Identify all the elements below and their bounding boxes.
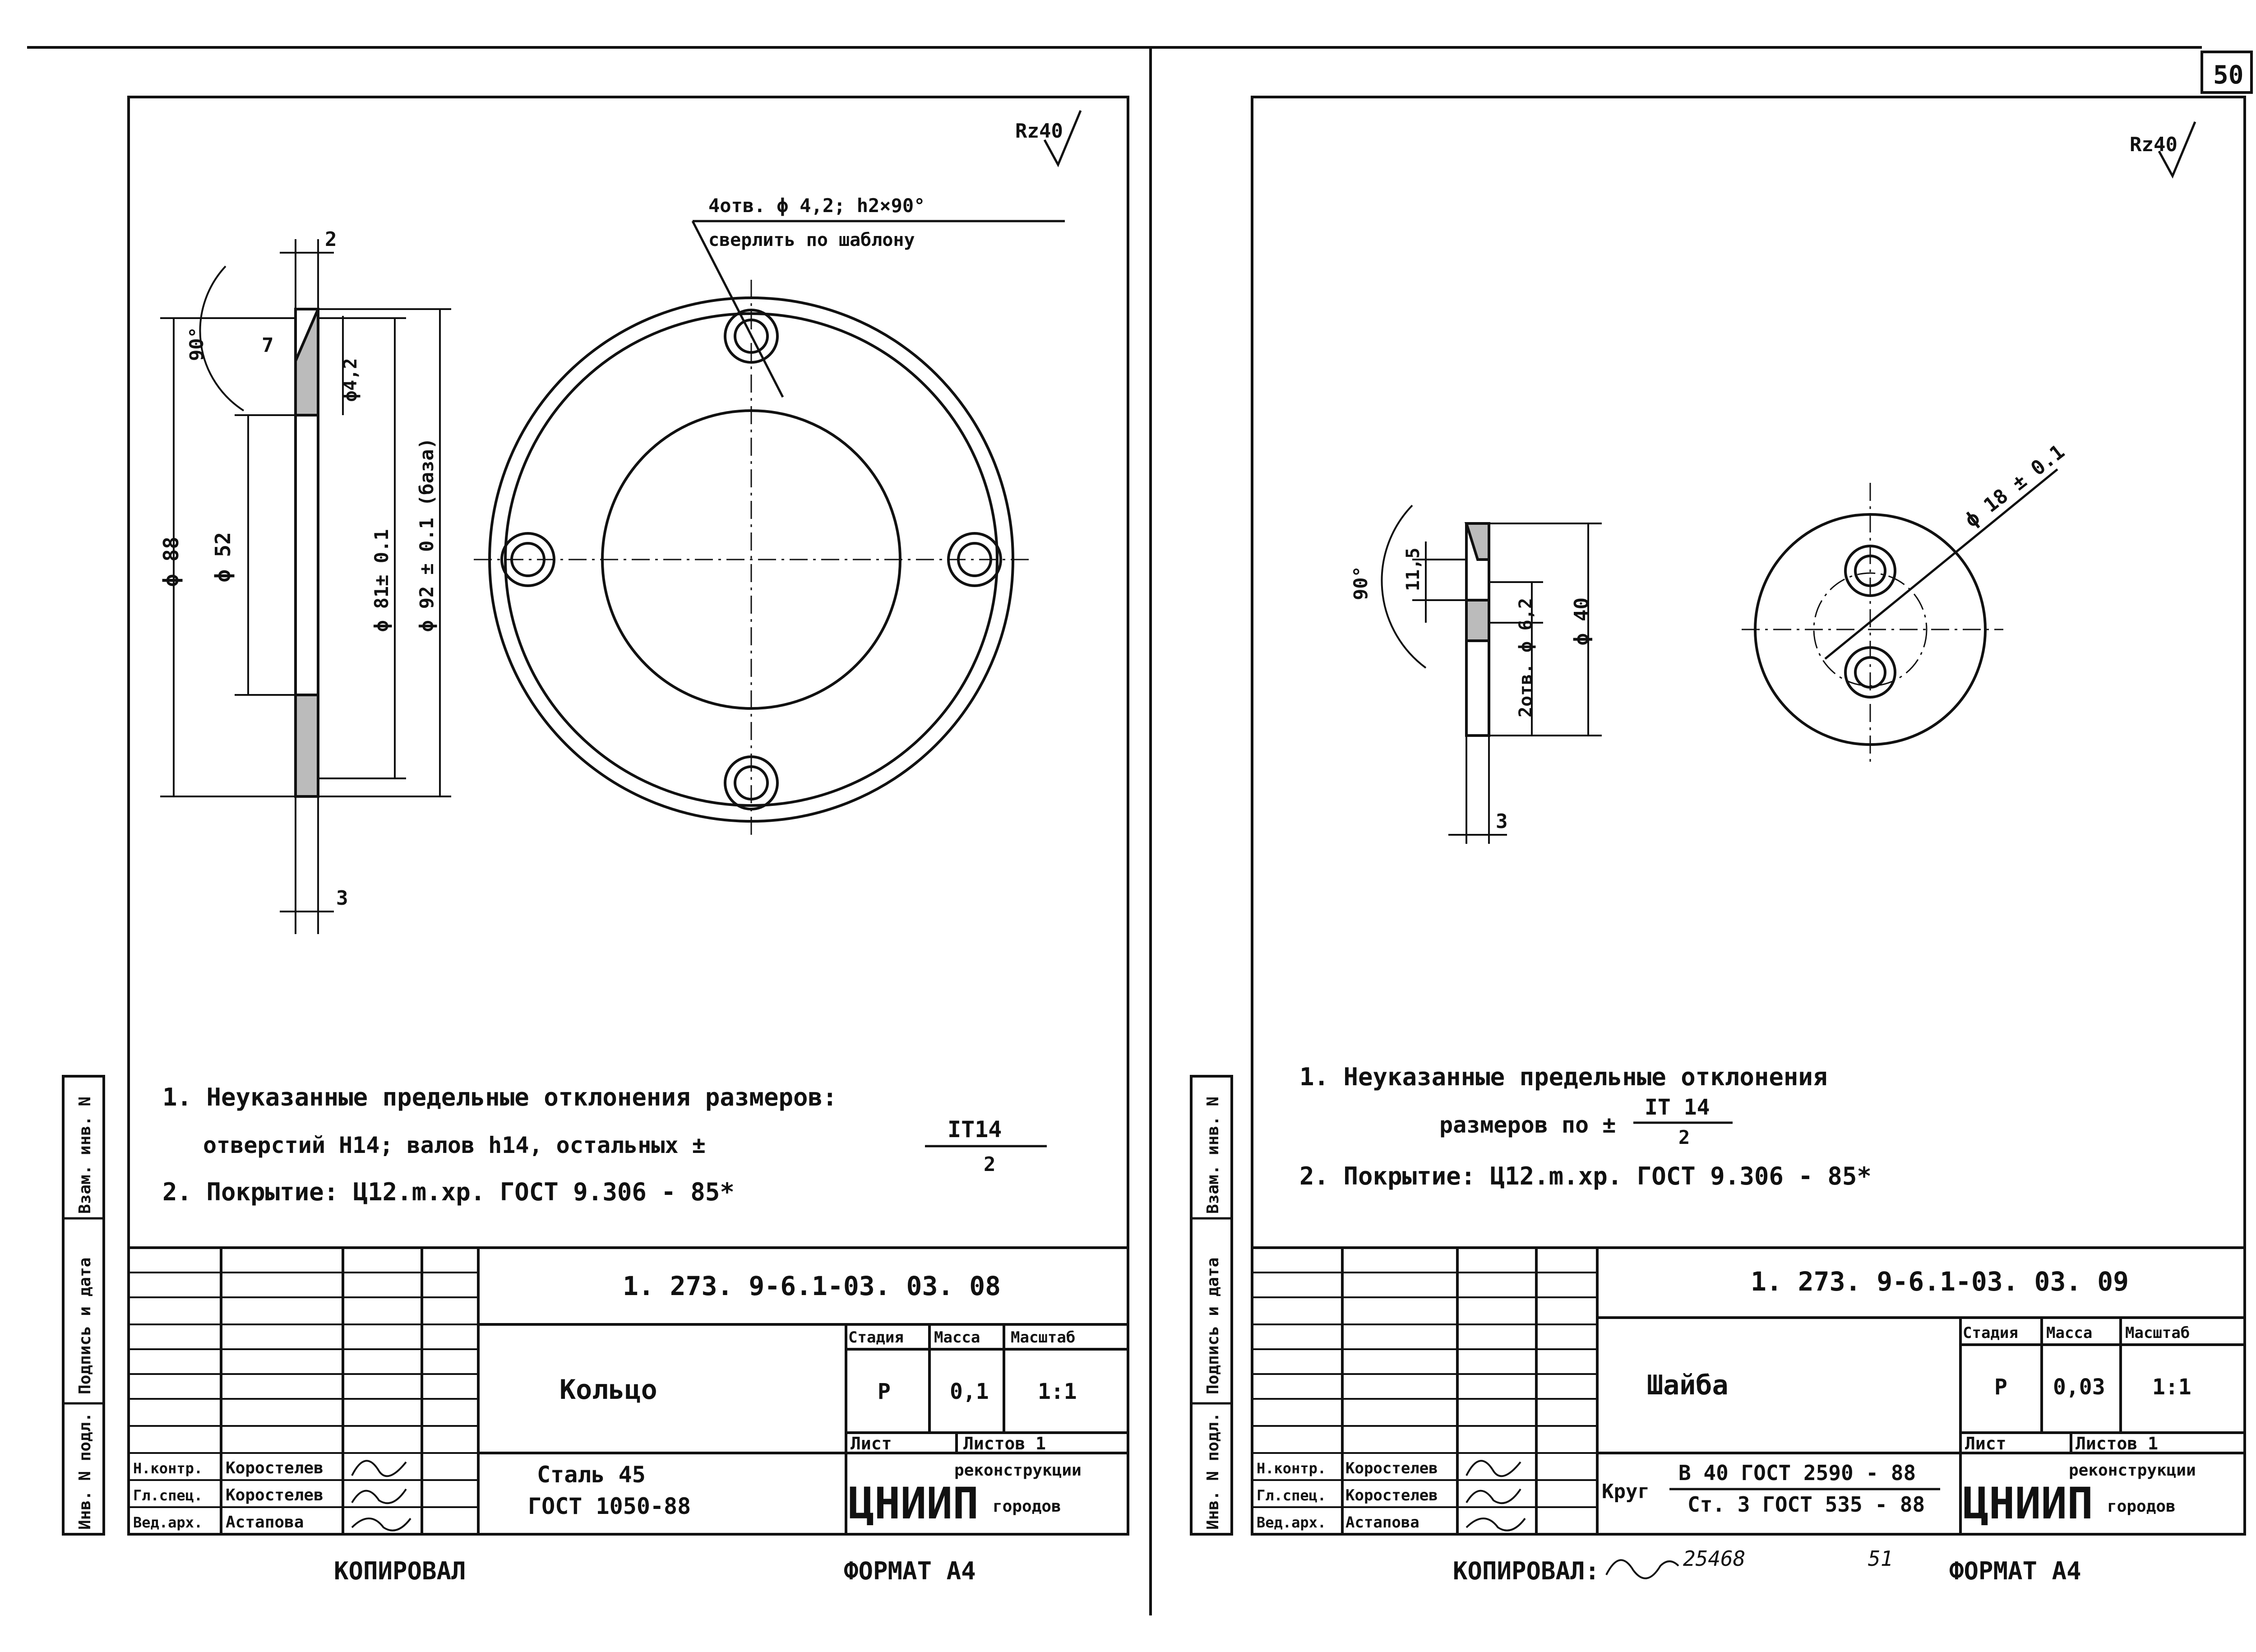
- right-dim-d62: 2отв. ϕ 6,2: [1516, 598, 1536, 717]
- right-sheets: Листов 1: [2076, 1434, 2158, 1453]
- left-org-logo: ЦНИИП: [848, 1478, 979, 1529]
- left-val-scale: 1:1: [1038, 1379, 1077, 1404]
- left-dim-d92: ϕ 92 ± 0.1 (база): [416, 438, 438, 632]
- left-note-frac-bot: 2: [984, 1153, 996, 1176]
- left-org-2: городов: [993, 1497, 1061, 1516]
- left-stamp-1: Инв. N подл.: [76, 1412, 94, 1530]
- left-val-stage: Р: [878, 1379, 891, 1404]
- left-hole-callout-1: 4отв. ϕ 4,2; h2×90°: [708, 194, 925, 217]
- left-dim-angle: 90°: [185, 327, 208, 361]
- right-hdr-stage: Стадия: [1963, 1324, 2018, 1342]
- right-drawing: Rz40 ϕ 18 ± 0.1: [1299, 121, 2196, 1190]
- left-dim-3: 3: [336, 887, 348, 910]
- left-dim-2: 2: [325, 228, 337, 251]
- left-hdr-scale: Масштаб: [1011, 1328, 1075, 1347]
- left-material-1: Сталь 45: [537, 1462, 646, 1488]
- right-stamp-2: Подпись и дата: [1204, 1258, 1222, 1394]
- right-sheet: Лист: [1965, 1434, 2006, 1453]
- right-role-3: Вед.арх.: [1257, 1514, 1326, 1531]
- right-dim-115: 11,5: [1403, 548, 1424, 591]
- left-note-1b: отверстий Н14; валов h14, остальных ±: [203, 1132, 706, 1158]
- right-material-label: Круг: [1602, 1480, 1650, 1503]
- right-org-2: городов: [2107, 1497, 2176, 1516]
- right-signatures: [1465, 1460, 1526, 1532]
- right-dim-3: 3: [1496, 810, 1508, 833]
- right-role-1: Н.контр.: [1257, 1460, 1326, 1477]
- left-role-2: Гл.спец.: [133, 1487, 203, 1504]
- left-note-2: 2. Покрытие: Ц12.m.хр. ГОСТ 9.306 - 85*: [162, 1178, 735, 1206]
- right-val-scale: 1:1: [2152, 1374, 2191, 1400]
- left-roughness: Rz40: [1015, 120, 1063, 143]
- left-title-block: 1. 273. 9-6.1-03. 03. 08 Кольцо Стадия М…: [127, 1246, 1129, 1585]
- left-doc-code: 1. 273. 9-6.1-03. 03. 08: [623, 1271, 1001, 1301]
- right-dim-d40: ϕ 40: [1570, 597, 1593, 645]
- right-note-1: 1. Неуказанные предельные отклонения: [1299, 1063, 1827, 1091]
- right-val-stage: Р: [1994, 1374, 2007, 1400]
- left-drawing: Rz40 4отв. ϕ 4,2; h2×90° сверлить по шаб…: [159, 110, 1082, 1206]
- right-note-frac-top: IT 14: [1645, 1095, 1710, 1120]
- left-org-1: реконструкции: [954, 1461, 1082, 1480]
- left-copied: КОПИРОВАЛ: [334, 1557, 466, 1585]
- right-roughness: Rz40: [2130, 133, 2177, 156]
- right-role-2: Гл.спец.: [1257, 1487, 1326, 1504]
- left-note-1: 1. Неуказанные предельные отклонения раз…: [162, 1083, 837, 1111]
- right-note-1b: размеров по ±: [1439, 1112, 1616, 1138]
- right-copy-number: 25468: [1683, 1546, 1745, 1571]
- left-person-2: Коростелев: [226, 1486, 324, 1504]
- left-hdr-stage: Стадия: [848, 1328, 904, 1347]
- left-side-stamp: Инв. N подл. Подпись и дата Взам. инв. N: [62, 1075, 105, 1536]
- copied-signature: [1605, 1559, 1679, 1579]
- right-doc-code: 1. 273. 9-6.1-03. 03. 09: [1751, 1266, 2129, 1297]
- left-role-1: Н.контр.: [133, 1460, 203, 1477]
- right-title-block: 1. 273. 9-6.1-03. 03. 09 Шайба Стадия Ма…: [1251, 1246, 2246, 1585]
- right-org-1: реконструкции: [2069, 1461, 2196, 1480]
- right-copied: КОПИРОВАЛ:: [1453, 1557, 1600, 1585]
- right-side-stamp: Инв. N подл. Подпись и дата Взам. инв. N: [1190, 1075, 1233, 1536]
- right-stamp-3: Взам. инв. N: [1204, 1097, 1222, 1214]
- left-stamp-2: Подпись и дата: [76, 1258, 94, 1394]
- left-hdr-mass: Масса: [934, 1328, 980, 1347]
- right-person-1: Коростелев: [1345, 1459, 1438, 1477]
- right-format: ФОРМАТ А4: [1949, 1557, 2081, 1585]
- left-person-3: Астапова: [226, 1513, 304, 1532]
- left-dim-7: 7: [262, 334, 274, 357]
- right-stamp-1: Инв. N подл.: [1204, 1412, 1222, 1530]
- right-dim-d18: ϕ 18 ± 0.1: [1960, 440, 2069, 532]
- left-hole-callout-2: сверлить по шаблону: [708, 230, 915, 250]
- right-person-2: Коростелев: [1345, 1486, 1438, 1504]
- left-dim-d42: ϕ4,2: [340, 358, 361, 402]
- left-stamp-3: Взам. инв. N: [76, 1097, 94, 1214]
- left-dim-d52: ϕ 52: [211, 532, 235, 582]
- right-sheet-number: 51: [1868, 1546, 1893, 1571]
- left-val-mass: 0,1: [950, 1379, 989, 1404]
- right-material-1: В 40 ГОСТ 2590 - 88: [1678, 1461, 1916, 1485]
- left-part-name: Кольцо: [559, 1374, 657, 1406]
- right-material-2: Ст. 3 ГОСТ 535 - 88: [1687, 1492, 1925, 1517]
- left-dim-d81: ϕ 81± 0.1: [370, 529, 393, 632]
- right-val-mass: 0,03: [2053, 1374, 2105, 1400]
- left-role-3: Вед.арх.: [133, 1514, 203, 1531]
- right-person-3: Астапова: [1345, 1513, 1419, 1532]
- right-org-logo: ЦНИИП: [1963, 1478, 2093, 1529]
- right-note-frac-bot: 2: [1678, 1126, 1690, 1148]
- right-hdr-scale: Масштаб: [2125, 1324, 2190, 1342]
- left-signatures: [351, 1460, 411, 1532]
- left-material-2: ГОСТ 1050-88: [528, 1493, 691, 1519]
- left-sheets: Листов 1: [963, 1434, 1046, 1453]
- page-number: 50: [2213, 60, 2243, 90]
- left-note-frac-top: IT14: [948, 1116, 1002, 1143]
- right-dim-angle: 90°: [1350, 566, 1372, 600]
- right-hdr-mass: Масса: [2046, 1324, 2092, 1342]
- right-part-name: Шайба: [1647, 1370, 1729, 1401]
- left-sheet: Лист: [851, 1434, 892, 1453]
- right-note-2: 2. Покрытие: Ц12.m.хр. ГОСТ 9.306 - 85*: [1299, 1162, 1872, 1190]
- left-dim-d88: ϕ 88: [159, 537, 183, 587]
- left-person-1: Коростелев: [226, 1459, 324, 1477]
- left-format: ФОРМАТ А4: [844, 1557, 976, 1585]
